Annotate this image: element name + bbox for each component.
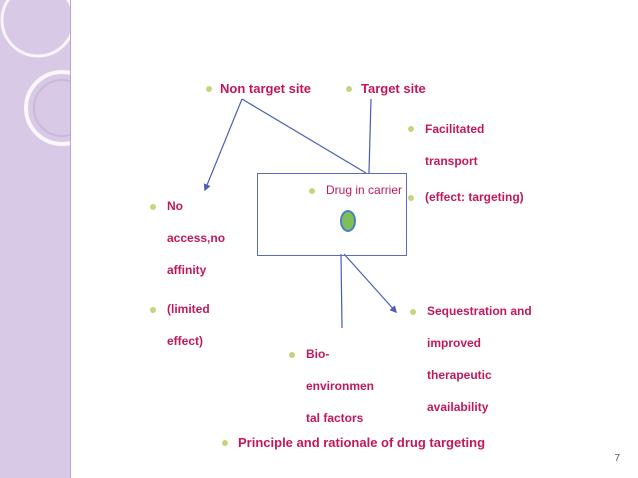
line-to-non-target (241, 98, 367, 174)
bullet (410, 309, 416, 315)
bullet (222, 440, 228, 446)
sequestration-label-1: Sequestration and (427, 304, 532, 318)
facilitated-label-1: Facilitated (425, 122, 485, 136)
arrow-to-no-access (203, 98, 243, 192)
no-access-label-1: No (167, 199, 183, 213)
facilitated-label-2: transport (425, 154, 478, 168)
arrow-to-sequestration (343, 253, 397, 314)
sequestration-label-2: improved (427, 336, 482, 350)
limited-label-1: (limited (167, 302, 210, 316)
bullet (346, 86, 352, 92)
bullet (150, 204, 156, 210)
sequestration-label-4: availability (427, 400, 489, 414)
bullet (289, 352, 295, 358)
bio-label-1: Bio- (306, 347, 330, 361)
line-to-bio (340, 253, 343, 329)
target-site-label: Target site (361, 81, 426, 96)
bullet (408, 126, 414, 132)
bullet (206, 86, 212, 92)
drug-oval (340, 210, 356, 232)
sequestration-label-3: therapeutic (427, 368, 492, 382)
bullet (309, 188, 315, 194)
caption: Principle and rationale of drug targetin… (238, 435, 486, 450)
facilitated-label-3: (effect: targeting) (425, 190, 524, 204)
bio-label-3: tal factors (306, 411, 364, 425)
line-to-target (368, 98, 372, 174)
drug-in-carrier-label: Drug in carrier (326, 183, 403, 197)
no-access-label-2: access,no (167, 231, 226, 245)
page-number: 7 (614, 453, 620, 464)
decorative-sidebar (0, 0, 71, 478)
bullet (408, 195, 414, 201)
decorative-circles (0, 0, 70, 146)
non-target-site-label: Non target site (220, 81, 312, 96)
bullet (150, 307, 156, 313)
bio-label-2: environmen (306, 379, 375, 393)
no-access-label-3: affinity (167, 263, 207, 277)
limited-label-2: effect) (167, 334, 204, 348)
carrier-box (257, 173, 407, 256)
